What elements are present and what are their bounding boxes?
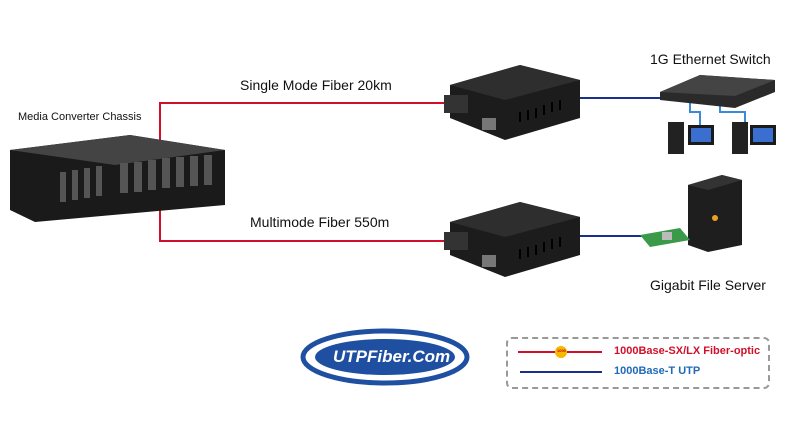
fiber-line-single-mode — [159, 102, 448, 150]
network-card — [640, 228, 690, 247]
multimode-fiber-label: Multimode Fiber 550m — [250, 214, 390, 230]
chassis-label: Media Converter Chassis — [18, 111, 142, 123]
media-converter-chassis — [10, 135, 225, 222]
ethernet-switch — [660, 75, 775, 108]
pc-2 — [732, 122, 776, 154]
pc-1 — [668, 122, 714, 154]
utp-line-pc1 — [689, 100, 701, 125]
fiber-converter-top — [444, 65, 580, 140]
file-server — [688, 175, 742, 252]
single-mode-fiber-label: Single Mode Fiber 20km — [240, 77, 392, 93]
legend-box — [506, 337, 770, 389]
legend-fiber-label: 1000Base-SX/LX Fiber-optic — [614, 345, 761, 357]
logo-text: UTPFiber.Com — [333, 347, 451, 366]
server-label: Gigabit File Server — [650, 277, 766, 293]
utpfiber-logo — [300, 328, 470, 386]
fiber-converter-bottom — [444, 202, 580, 277]
switch-label: 1G Ethernet Switch — [650, 51, 771, 67]
fiber-line-multimode — [159, 200, 448, 242]
legend-fiber-badge-text: 1000 — [557, 348, 566, 353]
legend-utp-label: 1000Base-T UTP — [614, 365, 701, 377]
legend-fiber-badge — [555, 346, 567, 358]
